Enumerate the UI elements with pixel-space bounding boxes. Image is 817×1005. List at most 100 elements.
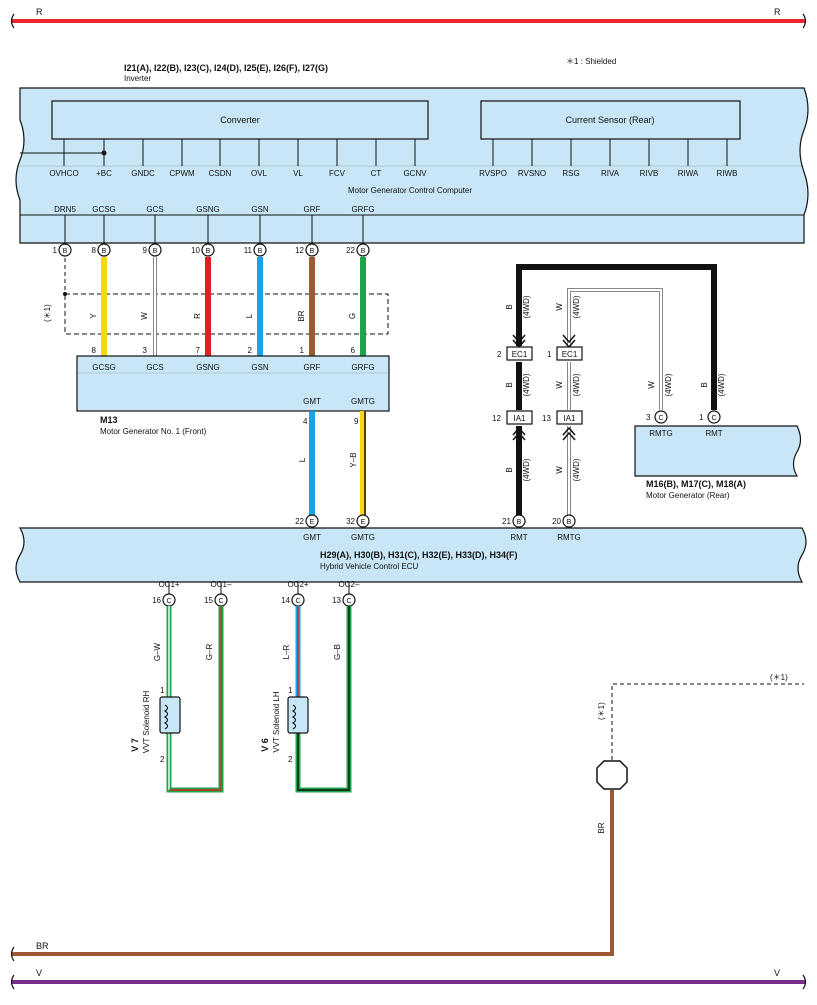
ec1-label-w: EC1 [562,350,578,359]
rail-v-label-right: V [774,968,780,978]
m13-terminal-gcsg: GCSG [92,363,116,372]
ec1-label-b: EC1 [512,350,528,359]
rear-wire-note-w-low: (4WD) [572,458,581,481]
converter-box [51,100,429,140]
internal-stubs [20,139,728,166]
rear-mg-name: Motor Generator (Rear) [646,491,730,500]
inverter-terminal-gcsg: GCSG [92,205,116,214]
ec1-connectors: EC1 2 EC1 1 [497,346,583,361]
vvt-solenoid-lh: 1 2 V 6 VVT Solenoid LH [260,686,309,764]
vvt-lh-name: VVT Solenoid LH [272,691,281,752]
inverter-pin-1-number: 1 [53,246,58,255]
hv-ecu-pin-22-number: 22 [295,517,304,526]
inverter-terminal-fcv: FCV [329,169,346,178]
vvt-wire-color-0: G–W [153,642,162,661]
rear-wire-color-w-top: W [555,303,564,311]
m13-pin-3: 3 [143,346,148,355]
inverter-pin-12-number: 12 [295,246,304,255]
vvt-rh-name: VVT Solenoid RH [142,691,151,754]
vvt-solenoid-rh: 1 2 V 7 VVT Solenoid RH [130,686,181,764]
inverter-terminal-cpwm: CPWM [169,169,195,178]
inverter-terminal-rvspo: RVSPO [479,169,507,178]
hv-ecu-connectors: H29(A), H30(B), H31(C), H32(E), H33(D), … [320,550,518,560]
rear-mg-ids: M16(B), M17(C), M18(A) [646,479,746,489]
rear-wire-color-w-low: W [555,466,564,474]
front-wire-color-4: BR [297,310,306,321]
ground-wire-color: BR [597,822,606,833]
inverter-pin-8-number: 8 [92,246,97,255]
vvt-rh-pin2: 2 [160,755,165,764]
hv-ecu-pin-20-letter: B [567,519,572,526]
rail-r-label-left: R [36,7,43,17]
inverter-terminal-gndc: GNDC [131,169,155,178]
ec1-pin-w: 1 [547,350,552,359]
coil-icon [163,704,169,730]
inverter-pin-9-number: 9 [143,246,148,255]
shield-label-left: (＊1) [43,304,52,322]
hv-ecu-terminal-rmtg: RMTG [557,533,581,542]
inverter-pin-11-letter: B [258,248,263,255]
m13-terminal-gcs: GCS [146,363,163,372]
ec1-pin-b: 2 [497,350,502,359]
inverter-pin-1-circle [58,243,72,257]
rail-r-label-right: R [774,7,781,17]
rear-mg-wire-color-b: B [700,382,709,387]
inverter-pin-22-letter: B [361,248,366,255]
hv-ecu-terminal-gmtg: GMTG [351,533,375,542]
rear-mg-rmt: RMT [705,429,722,438]
vvt-rh-id: V 7 [130,738,140,752]
hv-ecu-pin-20-circle [562,514,576,528]
rear-mg-pins: C 3 C 1 RMTG RMT [646,410,723,438]
inverter-pin-10-letter: B [206,248,211,255]
rail-v-label-left: V [36,968,42,978]
vvt-wiring [166,606,352,793]
inverter-pin-22-circle [356,243,370,257]
inverter-pin-10-circle [201,243,215,257]
m13-pin-1: 1 [300,346,305,355]
inverter-pin-10-number: 10 [191,246,200,255]
hv-ecu-pin-13-number: 13 [332,596,341,605]
inverter-terminal-grf: GRF [304,205,321,214]
inverter-pin-9-circle [148,243,162,257]
hv-ecu-terminal-gmt: GMT [303,533,321,542]
inverter-pin-1-letter: B [63,248,68,255]
rear-wire-labels: B(4WD)W(4WD)B(4WD)W(4WD)B(4WD)W(4WD)W(4W… [505,295,726,481]
rear-mg-rmtg: RMTG [649,429,673,438]
ia1-connectors: IA1 12 IA1 13 [492,410,583,425]
inverter-terminal-ct: CT [371,169,382,178]
m13-terminal-grfg: GRFG [351,363,374,372]
inverter-pin-8-circle [97,243,111,257]
inverter-connectors: I21(A), I22(B), I23(C), I24(D), I25(E), … [124,63,328,73]
shield-box [64,293,389,335]
computer-label: Motor Generator Control Computer [348,186,472,195]
m13-pin-2: 2 [248,346,253,355]
rear-wire-color-b-mid: B [505,382,514,387]
inverter-terminal-gsng: GSNG [196,205,220,214]
hv-ecu-terminal-rmt: RMT [510,533,527,542]
rear-wire-color-w-mid: W [555,381,564,389]
front-wire-color-0: Y [89,313,98,319]
inverter-terminal-riwa: RIWA [678,169,699,178]
rear-mg-pin-letter-2: C [711,415,716,422]
inverter-terminal-csdn: CSDN [209,169,232,178]
inverter-terminal-ovl: OVL [251,169,268,178]
front-wire-color-5: G [348,313,357,319]
shield-ref-right: (＊1) [770,673,788,682]
hv-ecu-pin-21-letter: B [517,519,522,526]
vvt-wire-color-1: G–R [205,644,214,661]
rear-wire-note-b-low: (4WD) [522,458,531,481]
m13-box [76,355,390,412]
vvt-rh-pin1: 1 [160,686,165,695]
hv-ecu-pin-15-number: 15 [204,596,213,605]
hv-ecu-pin-22-circle [305,514,319,528]
rear-mg-wire-note-b: (4WD) [717,373,726,396]
rear-wire-note-b-top: (4WD) [522,295,531,318]
hv-ecu-pin-13-letter: C [346,598,351,605]
inverter-name: Inverter [124,74,151,83]
